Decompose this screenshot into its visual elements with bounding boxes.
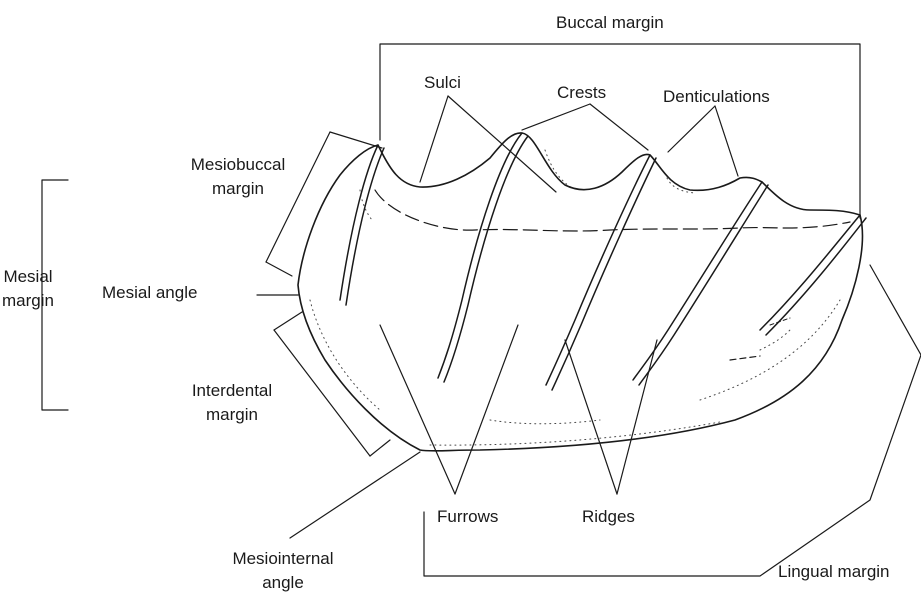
interdental-margin-label-line1: Interdental bbox=[180, 380, 284, 402]
mesiobuccal-margin-label-line1: Mesiobuccal bbox=[176, 154, 300, 176]
sulci-label: Sulci bbox=[424, 72, 461, 94]
ridge-3 bbox=[546, 155, 650, 385]
lingual-margin-bracket bbox=[424, 265, 921, 576]
mesiointernal-angle-label-line1: Mesiointernal bbox=[218, 548, 348, 570]
lingual-margin-label: Lingual margin bbox=[778, 561, 890, 583]
crown-base-line bbox=[375, 190, 850, 231]
furrows-label: Furrows bbox=[437, 506, 498, 528]
mesial-angle-label: Mesial angle bbox=[102, 282, 197, 304]
buccal-margin-label: Buccal margin bbox=[556, 12, 664, 34]
crests-label: Crests bbox=[557, 82, 606, 104]
mesiobuccal-bracket bbox=[330, 132, 382, 148]
stipple-shading bbox=[310, 150, 840, 445]
buccal-margin-bracket bbox=[380, 44, 860, 218]
ridges-label: Ridges bbox=[582, 506, 635, 528]
mesiointernal-angle-label-line2: angle bbox=[218, 572, 348, 594]
ridge-4 bbox=[633, 182, 762, 380]
ridges-group bbox=[340, 133, 866, 390]
mesiobuccal-margin-label-line2: margin bbox=[176, 178, 300, 200]
tooth-outline bbox=[298, 133, 862, 451]
interdental-margin-label-line2: margin bbox=[180, 404, 284, 426]
mesial-margin-label-line1: Mesial bbox=[0, 266, 56, 288]
denticulations-label: Denticulations bbox=[663, 86, 770, 108]
mesial-margin-label-line2: margin bbox=[0, 290, 56, 312]
